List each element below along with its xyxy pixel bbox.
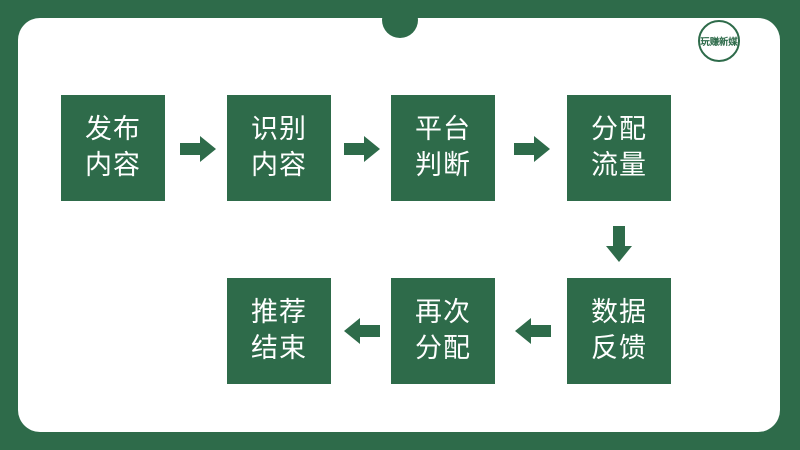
arrow-right-icon — [180, 136, 216, 162]
step-label-line1: 再次 — [415, 297, 471, 328]
step-label-line2: 结束 — [251, 333, 307, 364]
step-label-line1: 分配 — [591, 114, 647, 145]
step-label-line1: 推荐 — [251, 297, 307, 328]
step-label-line1: 发布 — [85, 114, 141, 145]
arrow-left-icon — [344, 318, 380, 344]
step-identify-content: 识别 内容 — [227, 95, 331, 201]
arrow-right-icon — [514, 136, 550, 162]
arrow-left-icon — [515, 318, 551, 344]
brand-logo: 玩赚新媒 — [698, 20, 740, 62]
step-label-line2: 内容 — [251, 150, 307, 181]
step-data-feedback: 数据 反馈 — [567, 278, 671, 384]
step-label-line2: 内容 — [85, 150, 141, 181]
arrow-down-icon — [606, 226, 632, 262]
step-label-line1: 数据 — [591, 297, 647, 328]
step-redistribute: 再次 分配 — [391, 278, 495, 384]
card-notch — [382, 2, 418, 38]
arrow-right-icon — [344, 136, 380, 162]
step-label-line2: 反馈 — [591, 333, 647, 364]
step-label-line2: 流量 — [591, 150, 647, 181]
step-label-line1: 识别 — [251, 114, 307, 145]
step-publish-content: 发布 内容 — [61, 95, 165, 201]
step-recommend-end: 推荐 结束 — [227, 278, 331, 384]
step-label-line2: 判断 — [415, 150, 471, 181]
step-label-line1: 平台 — [415, 114, 471, 145]
step-platform-judge: 平台 判断 — [391, 95, 495, 201]
brand-logo-text: 玩赚新媒 — [700, 37, 738, 48]
step-label-line2: 分配 — [415, 333, 471, 364]
step-distribute-traffic: 分配 流量 — [567, 95, 671, 201]
